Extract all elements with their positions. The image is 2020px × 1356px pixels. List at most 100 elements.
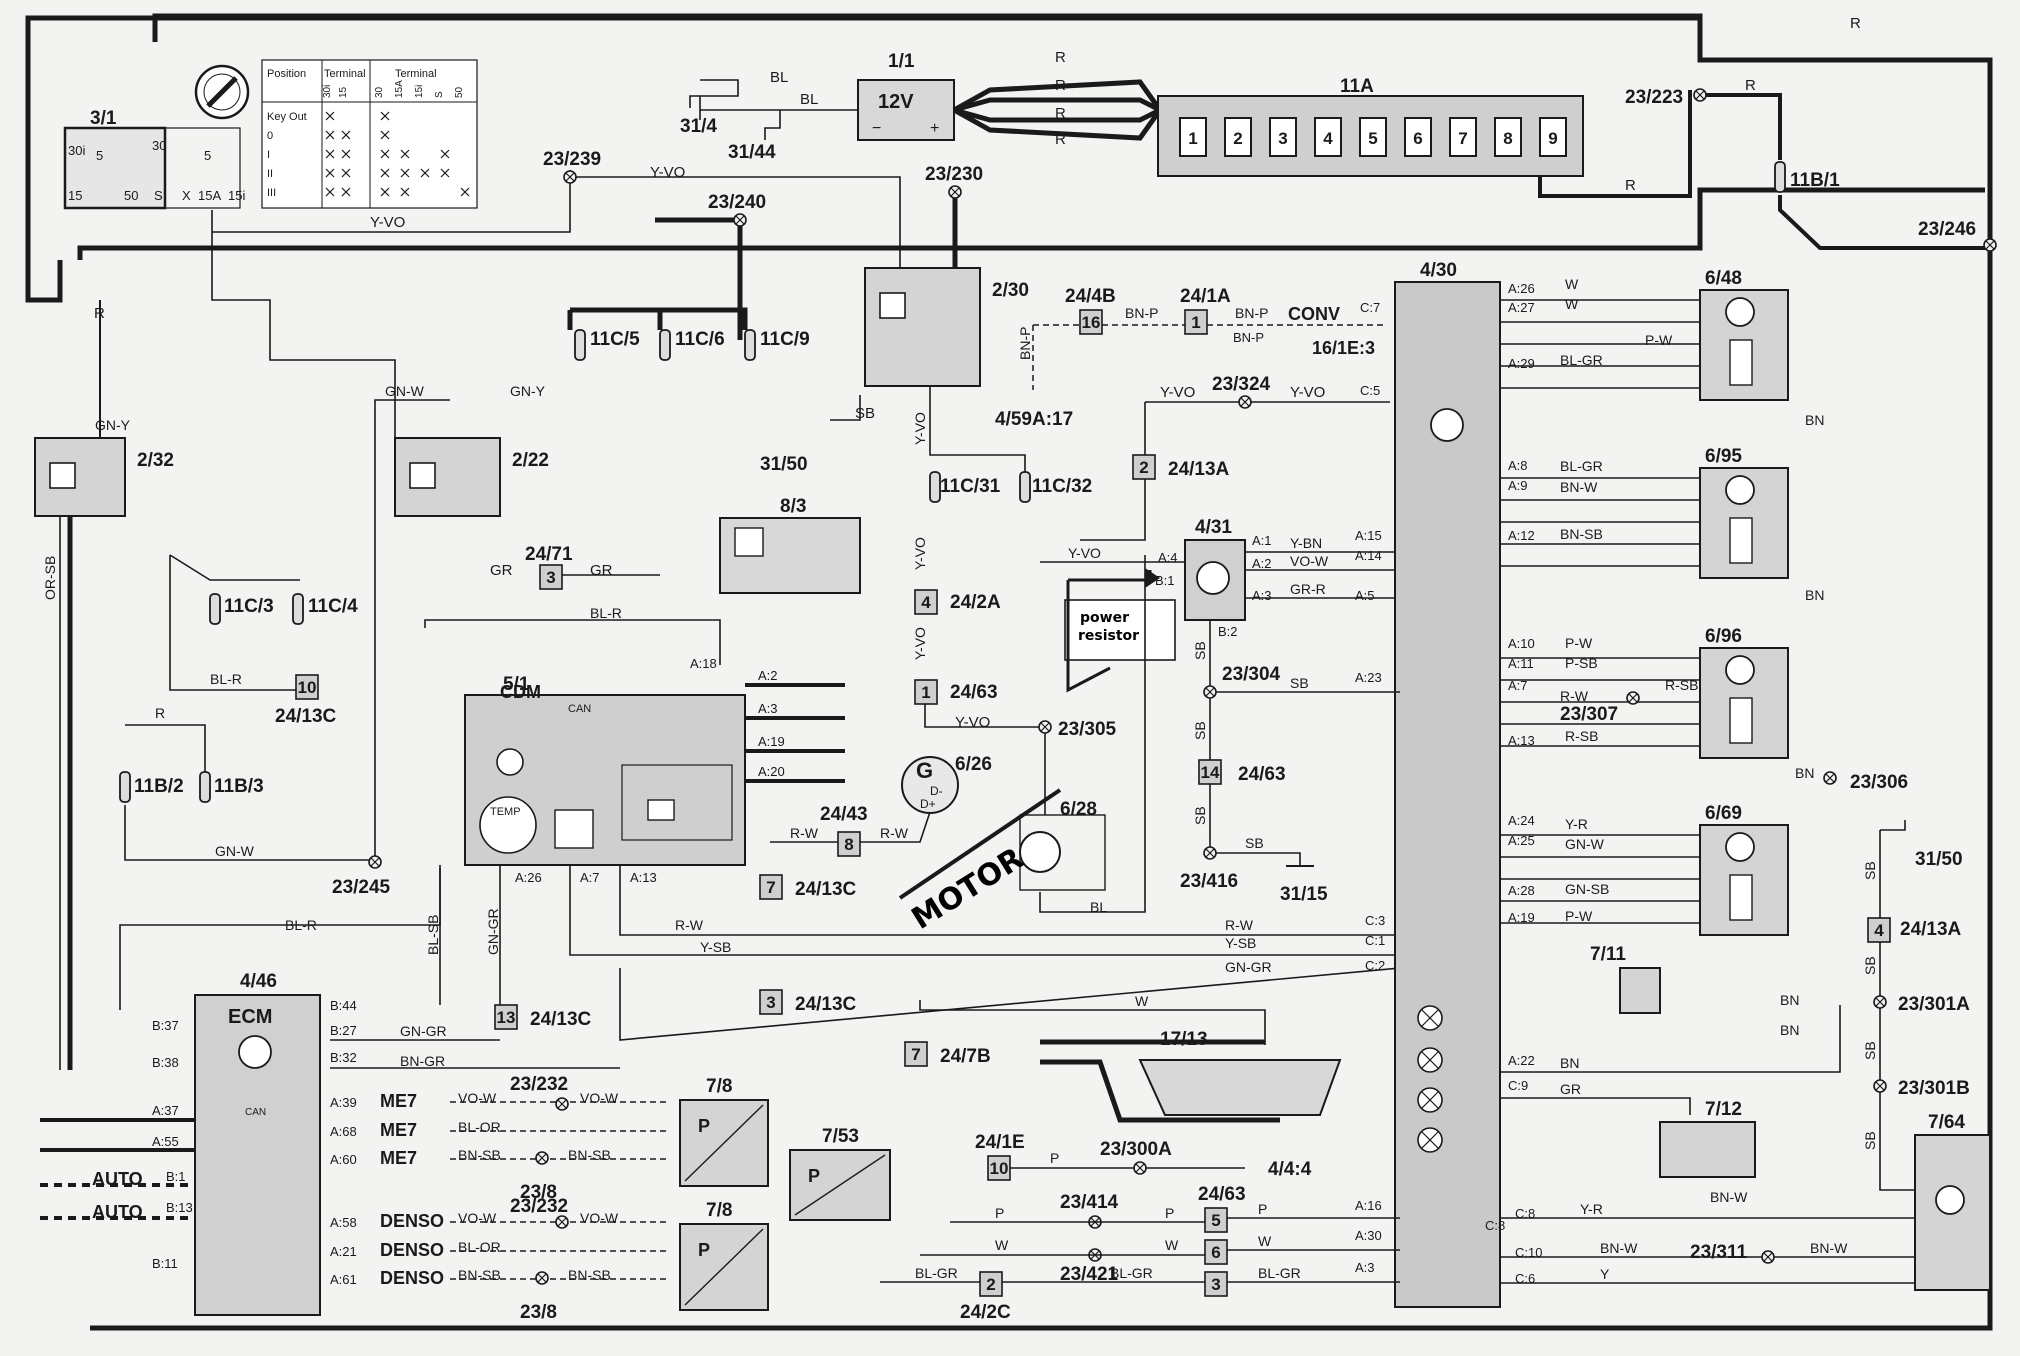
label: R-W [1225, 917, 1254, 933]
label: A:15 [1355, 528, 1382, 543]
label: A:30 [1355, 1228, 1382, 1243]
label: 23/305 [1058, 719, 1117, 740]
label: I [267, 149, 270, 161]
x-mark [380, 168, 390, 178]
label: B:11 [152, 1256, 178, 1271]
label: 24/2C [960, 1302, 1011, 1323]
battery-voltage: 12V [878, 91, 914, 113]
ground-31-50-right: 31/50 [1915, 849, 1963, 870]
label: − [872, 120, 881, 137]
label: 24/13C [795, 879, 857, 900]
connector-pin: 3 [766, 993, 775, 1012]
wire-y-vo [1080, 402, 1146, 541]
connector-24-63 [914, 679, 938, 705]
fuse-number: 1 [1188, 129, 1197, 148]
sensor-diagonal [684, 1228, 764, 1306]
label: BL-OR [458, 1119, 501, 1135]
connector-pin: 13 [497, 1008, 516, 1027]
label: SB [1862, 1041, 1878, 1060]
label: GN-GR [1225, 959, 1272, 975]
fuse-icon [659, 329, 671, 361]
label: 0 [267, 130, 273, 142]
fuse-11c-32 [1019, 471, 1031, 503]
label: Y-R [1565, 816, 1588, 832]
damper-motor-icon [1725, 832, 1755, 862]
relay-id: 2/32 [137, 450, 174, 471]
wire-r [1706, 93, 1782, 160]
connector-pin: 7 [766, 878, 775, 897]
label: 11C/3 [224, 596, 274, 617]
splice-mark [1825, 773, 1835, 783]
relay-id: 2/22 [512, 450, 549, 471]
label: 15i [228, 188, 245, 203]
connector-pin: 3 [1211, 1275, 1220, 1294]
label: BN [1805, 412, 1824, 428]
fuse-number: 2 [1233, 129, 1242, 148]
label: B:44 [330, 998, 357, 1013]
label: 11C/31 [940, 476, 1001, 497]
connector-24-13a [1132, 454, 1156, 480]
label: 23/232 [510, 1074, 568, 1095]
wire-gn-gr [619, 967, 1401, 1041]
label: BN-W [1810, 1240, 1848, 1256]
ignition-switch-id: 3/1 [90, 108, 117, 129]
splice-mark [557, 1099, 567, 1109]
splice-mark [1875, 1081, 1885, 1091]
wire-r [1538, 90, 1692, 198]
label: P [1050, 1150, 1059, 1166]
x-mark [400, 187, 410, 197]
wire-gn-w [124, 805, 370, 861]
label: A:2 [1252, 556, 1272, 571]
label: A:16 [1355, 1198, 1382, 1213]
ground-31-50: 31/50 [760, 454, 808, 475]
label: 15 [68, 188, 82, 203]
label: S [154, 188, 163, 203]
transistor-icon [496, 748, 524, 776]
connector-24-2c [979, 1271, 1003, 1297]
label: A:2 [758, 668, 778, 683]
label: 7/8 [706, 1200, 732, 1221]
label: 24/7B [940, 1046, 991, 1067]
label: OR-SB [42, 556, 58, 600]
wire-gn-w [374, 399, 450, 856]
label: A:21 [330, 1244, 357, 1259]
label: 6/95 [1705, 446, 1742, 467]
label: BN-W [1600, 1240, 1638, 1256]
fuse-11b-1 [1774, 161, 1786, 193]
label: A:61 [330, 1272, 357, 1287]
label: BL-R [285, 917, 317, 933]
label: BN [1805, 587, 1824, 603]
label: R [1055, 77, 1066, 94]
splice-mark [1695, 90, 1705, 100]
fuse-6 [1404, 117, 1432, 157]
label: VO-W [1290, 553, 1329, 569]
ignition-switch-3-1 [63, 126, 167, 210]
connector-pin: 2 [1139, 458, 1148, 477]
label: 24/13C [275, 706, 337, 727]
label: A:8 [1508, 458, 1528, 473]
label: B:2 [1218, 624, 1238, 639]
label: A:14 [1355, 548, 1382, 563]
relay-coil [49, 462, 76, 489]
label: Y-VO [1068, 545, 1101, 561]
label: 16/1E:3 [1312, 338, 1375, 358]
splice-mark [1205, 848, 1215, 858]
label: BN-P [1125, 305, 1158, 321]
label: 4/59A:17 [995, 409, 1073, 430]
label: 11C/9 [760, 329, 810, 350]
label: Y-VO [1160, 384, 1195, 401]
label: BN [1795, 765, 1814, 781]
battery-cable [952, 107, 1163, 141]
fuse-7 [1449, 117, 1477, 157]
connector-pin: 16 [1082, 313, 1101, 332]
label: Key Out [267, 111, 307, 123]
label: 23/230 [925, 164, 983, 185]
label: 23/8 [520, 1182, 557, 1203]
label: P [995, 1205, 1004, 1221]
connector-pin: 10 [990, 1159, 1009, 1178]
label: 24/13A [1900, 919, 1962, 940]
label: Y-VO [912, 412, 928, 445]
splice-mark [1875, 997, 1885, 1007]
wire-r-w [619, 865, 1400, 936]
label: A:9 [1508, 478, 1528, 493]
